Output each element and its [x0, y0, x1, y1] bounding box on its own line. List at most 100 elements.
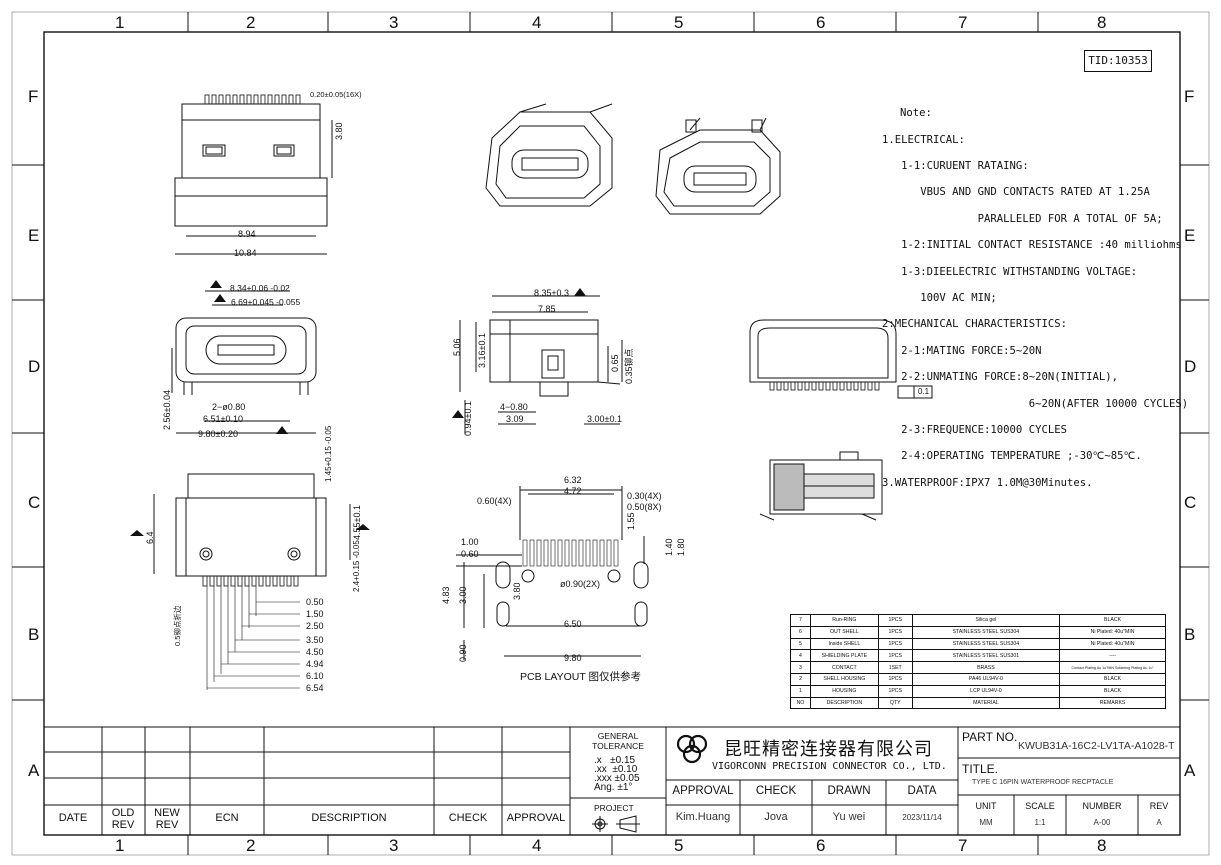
end-view [749, 319, 933, 399]
pcb-dim-090-2x: ø0.90(2X) [560, 579, 601, 589]
dim-669: 6.69+0.045 -0.055 [231, 297, 301, 307]
tolerance-xx: .xx ±0.10 [594, 764, 638, 775]
projection-symbol [592, 815, 640, 833]
tid-box: TID:10353 [1084, 50, 1152, 72]
dim-309: 3.09 [506, 414, 524, 424]
notes-block: Note: 1.ELECTRICAL: 1-1:CURUENT RATAING:… [882, 94, 1188, 503]
signoff-approval-value: Kim.Huang [675, 811, 731, 823]
pcb-dim-060: 0.60 [461, 549, 479, 559]
zone-col-7-top: 7 [958, 13, 968, 32]
meta-header-unit: UNIT [975, 801, 997, 811]
front-view [171, 290, 317, 434]
pcb-dim-472: 4.72 [564, 486, 582, 496]
zone-col-1-top: 1 [115, 13, 125, 32]
rev-header-date: DATE [58, 812, 88, 824]
note-line: 100V AC MIN; [882, 292, 997, 305]
zone-row-C-left: C [28, 493, 41, 512]
note-line: PARALLELED FOR A TOTAL OF 5A; [882, 212, 1163, 225]
rev-header-ecn: ECN [215, 812, 239, 824]
zone-row-B-left: B [28, 625, 40, 644]
note-line: 2-4:OPERATING TEMPERATURE ;-30℃~85℃. [882, 450, 1142, 463]
zone-col-7-bottom: 7 [958, 836, 968, 855]
rev-header-old-rev: OLD REV [111, 807, 135, 831]
dim-pin-width: 0.20±0.05(16X) [310, 90, 362, 99]
zone-col-4-bottom: 4 [532, 836, 542, 855]
zone-col-1-bottom: 1 [115, 836, 125, 855]
zone-row-F-left: F [28, 87, 39, 106]
meta-header-rev: REV [1149, 801, 1169, 811]
dim-4-080: 4−0.80 [500, 402, 528, 412]
note-line: 2:MECHANICAL CHARACTERISTICS: [882, 318, 1067, 331]
pcb-dim-050-8x: 0.50(8X) [627, 502, 662, 512]
dim-pin-250: 2.50 [306, 621, 324, 631]
bom-h-rem: REMARKS [1059, 696, 1166, 710]
tolerance-x: .x ±0.15 [594, 755, 636, 766]
signoff-header-drawn: DRAWN [827, 785, 871, 797]
signoff-header-approval: APPROVAL [672, 785, 734, 797]
tolerance-ang: Ang. ±1° [594, 782, 633, 793]
note-line: 1.ELECTRICAL: [882, 133, 965, 146]
note-line: Note: [900, 107, 932, 120]
dim-pin-494: 4.94 [306, 659, 324, 669]
pcb-dim-060-4x: 0.60(4X) [477, 496, 512, 506]
bottom-view [153, 473, 351, 690]
dim-980: 9.80±0.20 [198, 429, 238, 439]
dim-pin-050: 0.50 [306, 597, 324, 607]
meta-scale-value: 1:1 [1034, 818, 1046, 827]
zone-col-8-top: 8 [1097, 13, 1107, 32]
zone-col-2-top: 2 [246, 13, 256, 32]
dim-pin-610: 6.10 [306, 671, 324, 681]
rev-header-description: DESCRIPTION [311, 812, 387, 824]
signoff-header-data: DATA [907, 785, 937, 797]
meta-number-value: A-00 [1093, 818, 1111, 827]
pcb-dim-980: 9.80 [564, 653, 582, 663]
note-line: 2-2:UNMATING FORCE:8~20N(INITIAL), [882, 371, 1118, 384]
signoff-check-value: Jova [764, 811, 788, 823]
dim-1084: 10.84 [234, 248, 257, 258]
dim-834: 8.34+0.06 -0.02 [230, 283, 290, 293]
note-line: 1-1:CURUENT RATAING: [882, 160, 1029, 173]
bom-h-mat: MATERIAL [911, 696, 1061, 710]
pcb-layout [456, 486, 649, 660]
bom-h-desc: DESCRIPTION [809, 696, 879, 710]
pcb-dim-650: 6.50 [564, 619, 582, 629]
meta-header-number: NUMBER [1082, 801, 1122, 811]
key-markers [130, 280, 586, 536]
side-view [459, 295, 623, 434]
company-name-en: VIGORCONN PRECISION CONNECTOR CO., LTD. [712, 761, 947, 772]
dim-2-080: 2−ø0.80 [212, 402, 246, 412]
note-line: VBUS AND GND CONTACTS RATED AT 1.25A [882, 186, 1150, 199]
pcb-dim-100: 1.00 [461, 537, 479, 547]
dim-300: 3.00±0.1 [587, 414, 622, 424]
zone-row-C-right: C [1184, 493, 1197, 512]
rev-header-check: CHECK [448, 812, 488, 824]
dim-pin-654: 6.54 [306, 683, 324, 693]
company-name-cn: 昆旺精密连接器有限公司 [724, 739, 933, 760]
zone-col-5-bottom: 5 [674, 836, 684, 855]
zone-col-6-top: 6 [816, 13, 826, 32]
zone-row-D-right: D [1184, 357, 1197, 376]
signoff-drawn-value: Yu wei [832, 811, 866, 823]
meta-unit-value: MM [979, 818, 993, 827]
dim-pin-350: 3.50 [306, 635, 324, 645]
dim-785: 7.85 [538, 304, 556, 314]
zone-col-5-top: 5 [674, 13, 684, 32]
signoff-data-value: 2023/11/14 [902, 813, 942, 822]
note-line: 1-2:INITIAL CONTACT RESISTANCE :40 milli… [882, 239, 1182, 252]
pcb-dim-030-4x: 0.30(4X) [627, 491, 662, 501]
rev-header-approval: APPROVAL [506, 812, 566, 824]
top-view [174, 94, 333, 255]
dim-651: 6.51±0.10 [203, 414, 243, 424]
note-line: 3.WATERPROOF:IPX7 1.0M@30Minutes. [882, 476, 1093, 489]
pcb-layout-title: PCB LAYOUT 图仅供参考 [520, 671, 641, 683]
note-line: 1-3:DIEELECTRIC WITHSTANDING VOLTAGE: [882, 265, 1138, 278]
zone-row-A-left: A [28, 761, 40, 780]
dim-835: 8.35±0.3 [534, 288, 569, 298]
zone-col-3-bottom: 3 [389, 836, 399, 855]
dim-pin-150: 1.50 [306, 609, 324, 619]
